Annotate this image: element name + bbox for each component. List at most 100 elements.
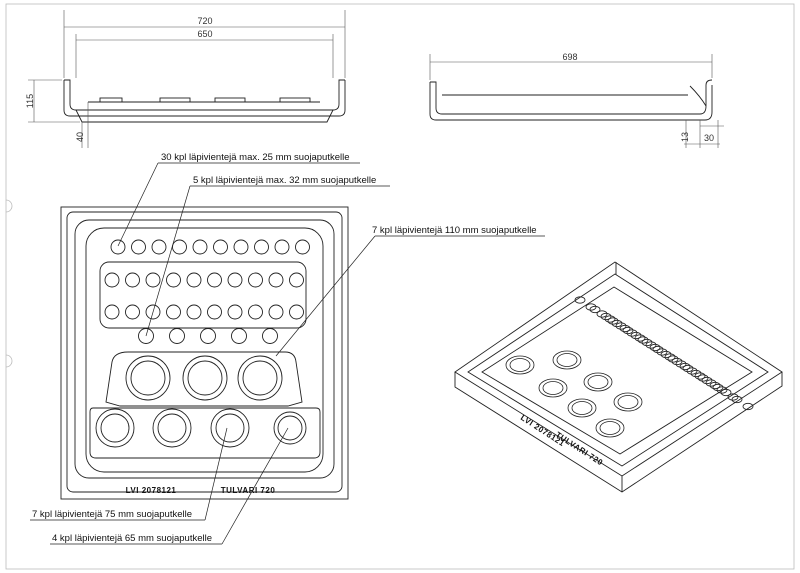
sheet-border xyxy=(5,3,795,570)
hole-110mm-inner xyxy=(130,360,166,396)
iso-hole-small xyxy=(701,376,713,385)
iso-hole-small xyxy=(705,379,717,387)
hole-25mm xyxy=(104,272,120,288)
hole-32mm xyxy=(200,328,216,344)
iso-hole-small xyxy=(675,360,687,368)
iso-hole-large xyxy=(583,372,613,392)
iso-hole-small xyxy=(679,362,691,371)
hole-110mm xyxy=(125,355,171,401)
iso-hole-small xyxy=(712,383,724,392)
hole-110mm-inner xyxy=(187,360,223,396)
small-hole-panel xyxy=(99,261,307,329)
hole-32mm xyxy=(262,328,278,344)
hole-32mm xyxy=(231,328,247,344)
iso-hole-large-inner xyxy=(556,353,578,367)
iso-hole-small xyxy=(682,364,694,373)
callout-32mm: 5 kpl läpivientejä max. 32 mm suojaputke… xyxy=(193,175,376,186)
iso-stamp-product: TULVARI 720 xyxy=(554,430,605,467)
iso-hole-small xyxy=(615,322,627,330)
hole-25mm xyxy=(151,239,167,255)
iso-hole-large-inner xyxy=(542,381,564,395)
hole-25mm xyxy=(186,304,202,320)
dim-side-length: 698 xyxy=(562,52,577,62)
iso-hole-small xyxy=(694,372,706,380)
iso-hole-small xyxy=(634,334,646,342)
callout-25mm: 30 kpl läpivientejä max. 25 mm suojaputk… xyxy=(161,152,350,163)
hole-25mm xyxy=(104,304,120,320)
hole-25mm xyxy=(213,239,228,255)
iso-hole-small xyxy=(690,369,702,378)
iso-hole-small xyxy=(742,402,754,411)
hole-25mm xyxy=(172,239,187,255)
iso-hole-large xyxy=(567,398,597,418)
iso-hole-small xyxy=(709,381,721,390)
hole-25mm xyxy=(274,239,290,255)
hole-110mm xyxy=(182,355,228,401)
hole-75mm-inner xyxy=(100,413,130,443)
iso-hole-large xyxy=(552,350,582,370)
hole-25mm xyxy=(227,272,243,288)
punch-mark xyxy=(5,354,13,368)
hole-25mm xyxy=(207,272,222,288)
plan-stamp-code: LVI 2078121 xyxy=(126,486,177,495)
iso-hole-large-inner xyxy=(587,375,609,389)
iso-hole-small xyxy=(649,343,661,352)
large-hole-zone xyxy=(105,351,303,407)
iso-hole-small xyxy=(671,357,683,366)
iso-hole-small xyxy=(637,336,649,344)
iso-hole-small xyxy=(619,324,631,333)
hole-25mm xyxy=(186,272,202,288)
dim-lip-width: 30 xyxy=(704,133,714,143)
iso-hole-small xyxy=(720,388,732,397)
iso-hole-small xyxy=(585,303,597,311)
callout-65mm: 4 kpl läpivientejä 65 mm suojaputkelle xyxy=(52,533,212,544)
callout-110mm: 7 kpl läpivientejä 110 mm suojaputkelle xyxy=(372,225,537,236)
iso-hole-large xyxy=(595,418,625,438)
iso-hole-small xyxy=(626,329,638,337)
hole-25mm xyxy=(207,304,222,320)
callout-75mm: 7 kpl läpivientejä 75 mm suojaputkelle xyxy=(32,509,192,520)
iso-hole-small xyxy=(574,296,586,304)
hole-32mm xyxy=(138,328,154,344)
dim-inner-width: 650 xyxy=(197,29,212,39)
iso-hole-large-inner xyxy=(509,358,531,372)
iso-hole-small xyxy=(630,331,642,340)
iso-hole-small xyxy=(716,386,728,394)
iso-hole-small xyxy=(604,315,616,323)
hole-25mm xyxy=(233,239,249,255)
iso-hole-small xyxy=(652,345,664,354)
hole-25mm xyxy=(131,239,146,255)
side-dimensions xyxy=(429,54,724,148)
iso-hole-small xyxy=(660,350,672,359)
iso-hole-small xyxy=(667,355,679,363)
plan-stamp-product: TULVARI 720 xyxy=(221,486,276,495)
iso-hole-small xyxy=(645,341,657,349)
hole-25mm xyxy=(268,304,284,320)
hole-75mm xyxy=(152,408,192,448)
hole-25mm xyxy=(125,304,140,320)
hole-110mm xyxy=(237,355,283,401)
iso-hole-large xyxy=(538,378,568,398)
dim-overall-width: 720 xyxy=(197,16,212,26)
iso-hole-small xyxy=(731,395,743,404)
hole-65mm xyxy=(273,411,307,445)
hole-110mm-inner xyxy=(242,360,278,396)
dim-base-height: 40 xyxy=(75,132,85,142)
hole-25mm xyxy=(145,272,161,288)
front-elevation-view xyxy=(63,79,346,123)
hole-25mm xyxy=(125,272,140,288)
hole-25mm xyxy=(289,304,304,320)
punch-mark xyxy=(5,199,13,213)
hole-25mm xyxy=(268,272,284,288)
hole-25mm xyxy=(145,304,161,320)
iso-hole-large-inner xyxy=(599,421,621,435)
iso-holes xyxy=(505,296,754,438)
iso-hole-small xyxy=(589,305,601,314)
plan-view xyxy=(60,206,349,500)
front-dimensions xyxy=(28,10,346,148)
hole-25mm xyxy=(227,304,243,320)
hole-25mm xyxy=(254,239,269,255)
iso-hole-small xyxy=(727,393,739,401)
hole-32mm xyxy=(169,328,185,344)
